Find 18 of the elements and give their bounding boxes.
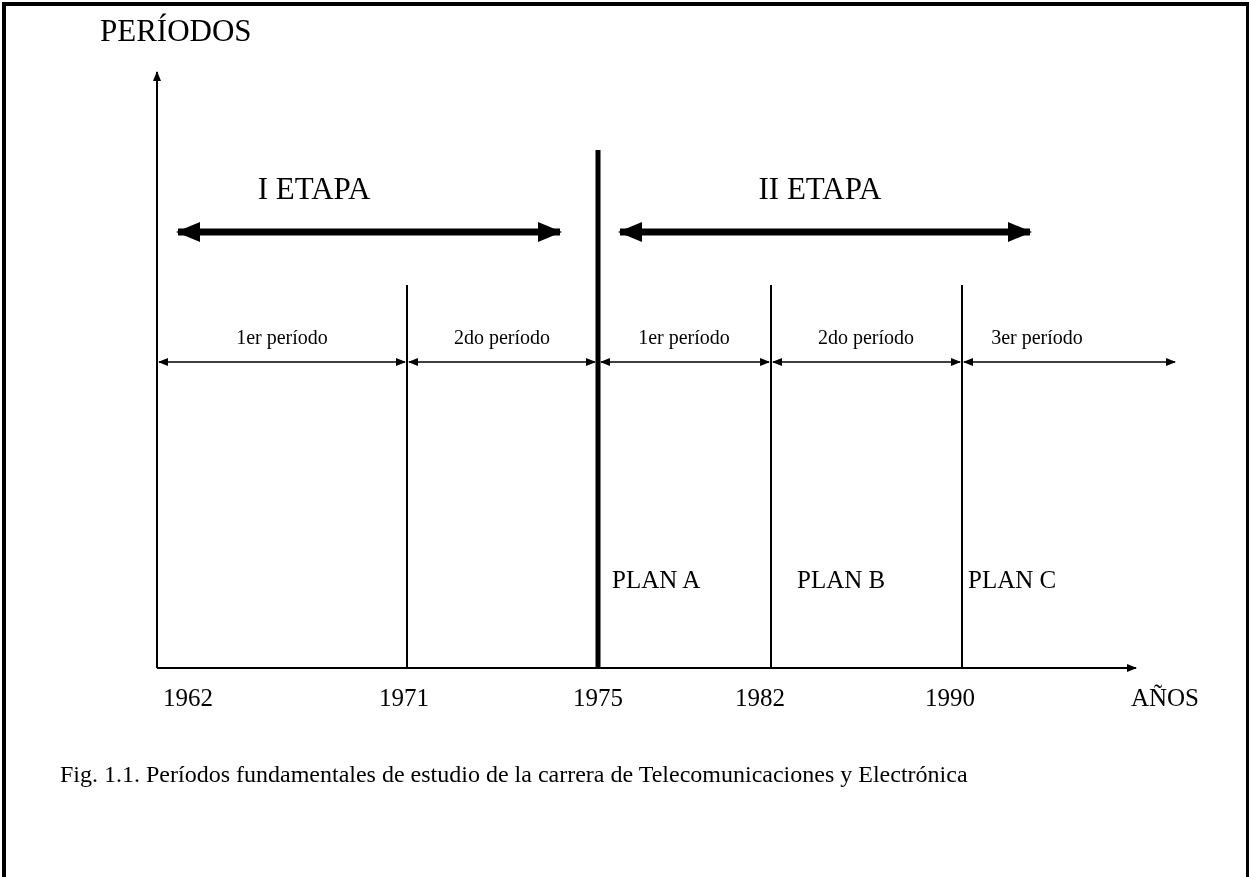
plan-label: PLAN A bbox=[612, 566, 701, 594]
year-label: 1975 bbox=[573, 684, 623, 712]
plan-label: PLAN B bbox=[797, 566, 886, 594]
period-label: 2do período bbox=[817, 326, 915, 348]
stage-label: II ETAPA bbox=[758, 172, 882, 207]
period-label: 1er período bbox=[638, 326, 730, 348]
stage-label: I ETAPA bbox=[257, 172, 371, 207]
period-label: 2do período bbox=[453, 326, 551, 348]
axis-title: AÑOS bbox=[1130, 684, 1200, 712]
plan-label: PLAN C bbox=[968, 566, 1057, 594]
year-label: 1990 bbox=[925, 684, 975, 712]
period-label: 3er período bbox=[991, 326, 1083, 348]
figure-caption: Fig. 1.1. Períodos fundamentales de estudio de la carrera de Telecomunicaciones y Electrónica bbox=[60, 760, 969, 789]
year-label: 1971 bbox=[379, 684, 429, 712]
period-label: 1er período bbox=[236, 326, 328, 348]
axis-title: PERÍODOS bbox=[100, 14, 252, 49]
year-label: 1962 bbox=[163, 684, 213, 712]
year-label: 1982 bbox=[735, 684, 785, 712]
